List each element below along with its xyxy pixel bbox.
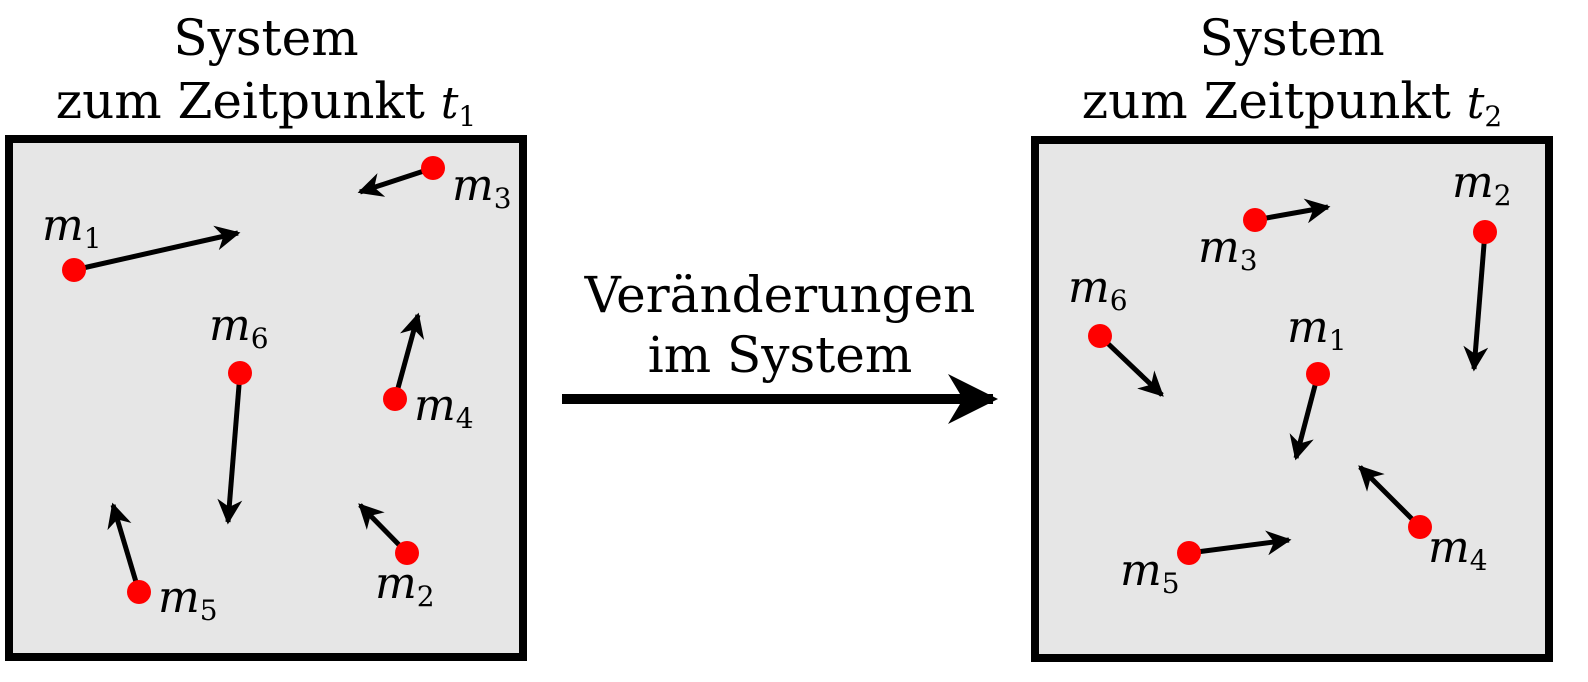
particle-dot bbox=[421, 156, 445, 180]
velocity-arrow bbox=[107, 502, 142, 593]
right-particle-m2: m2 bbox=[1452, 157, 1512, 372]
right-system-title-line2: zum Zeitpunkt t2 bbox=[1082, 72, 1502, 133]
particle-label: m1 bbox=[42, 200, 102, 255]
particle-dot bbox=[1306, 362, 1330, 386]
left-particle-m6: m6 bbox=[209, 300, 269, 525]
particle-dot bbox=[1408, 515, 1432, 539]
velocity-arrow bbox=[1254, 198, 1331, 224]
velocity-arrow bbox=[392, 312, 425, 400]
left-particle-m5: m5 bbox=[107, 502, 218, 627]
particle-dot bbox=[1177, 541, 1201, 565]
left-system-title-line1: System bbox=[173, 9, 358, 67]
transition-label-line2: im System bbox=[648, 326, 913, 384]
velocity-arrow bbox=[1358, 465, 1422, 529]
right-particle-m5: m5 bbox=[1120, 530, 1292, 600]
left-system-title-line2: zum Zeitpunkt t1 bbox=[56, 72, 476, 133]
velocity-arrow bbox=[1098, 334, 1164, 397]
velocity-arrow bbox=[1188, 530, 1292, 556]
left-particle-m4: m4 bbox=[383, 312, 474, 435]
left-particle-m2: m2 bbox=[358, 503, 435, 613]
particle-label: m6 bbox=[209, 300, 269, 355]
right-system-box bbox=[1031, 136, 1553, 662]
particle-dot bbox=[228, 361, 252, 385]
velocity-arrow bbox=[1463, 231, 1489, 372]
right-particle-m3: m3 bbox=[1198, 198, 1331, 277]
particle-label: m5 bbox=[158, 572, 218, 627]
particle-label: m2 bbox=[375, 558, 435, 613]
velocity-arrow bbox=[357, 165, 434, 197]
velocity-arrow bbox=[73, 225, 241, 273]
left-particle-m1: m1 bbox=[42, 200, 241, 282]
particle-dot bbox=[1473, 220, 1497, 244]
particle-label: m1 bbox=[1287, 302, 1347, 357]
particle-dot bbox=[1088, 324, 1112, 348]
velocity-arrow bbox=[1289, 373, 1321, 461]
particle-label: m6 bbox=[1068, 262, 1128, 317]
particle-dot bbox=[62, 258, 86, 282]
particle-dot bbox=[1243, 208, 1267, 232]
particle-dot bbox=[383, 387, 407, 411]
left-system-box bbox=[5, 135, 527, 661]
transition-label-line1: Veränderungen bbox=[584, 266, 976, 324]
particle-label: m3 bbox=[452, 160, 512, 215]
left-particle-m3: m3 bbox=[357, 156, 512, 215]
right-system-title-line1: System bbox=[1199, 9, 1384, 67]
particle-label: m4 bbox=[1428, 522, 1488, 577]
right-particle-m4: m4 bbox=[1358, 465, 1488, 577]
particle-label: m4 bbox=[414, 380, 474, 435]
particle-label: m5 bbox=[1120, 545, 1180, 600]
particle-label: m2 bbox=[1452, 157, 1512, 212]
velocity-arrow bbox=[217, 372, 243, 525]
particle-dot bbox=[127, 580, 151, 604]
right-particle-m6: m6 bbox=[1068, 262, 1164, 397]
right-particle-m1: m1 bbox=[1287, 302, 1347, 461]
particle-dot bbox=[395, 541, 419, 565]
particle-label: m3 bbox=[1198, 222, 1258, 277]
